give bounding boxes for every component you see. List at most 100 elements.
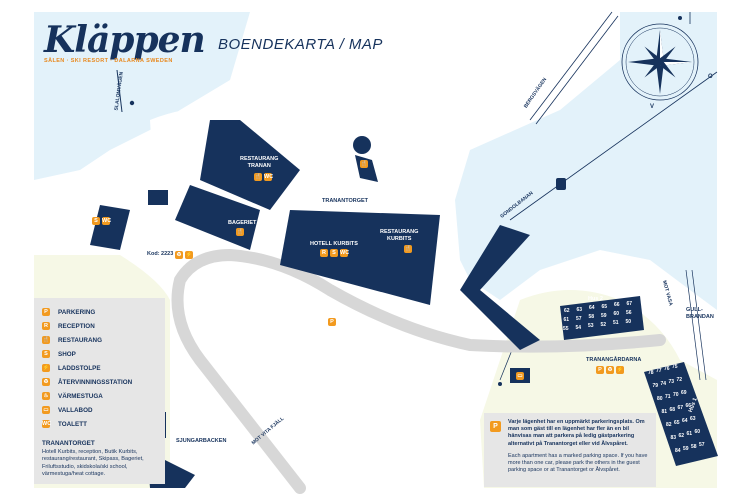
upper-left-water — [34, 12, 250, 180]
unit-number: 67 — [626, 300, 633, 307]
logo-tagline: SÄLEN · SKI RESORT · DALARNA SWEDEN — [44, 58, 173, 64]
ski-storage-icon: ▭ — [42, 406, 50, 414]
unit-number: 83 — [670, 435, 677, 441]
building-left — [90, 205, 130, 250]
recycling-icon: ♻ — [42, 378, 50, 386]
unit-number: 57 — [576, 315, 582, 322]
unit-number: 50 — [625, 318, 632, 325]
unit-number: 62 — [678, 433, 685, 439]
label-tranangardarna: TRANANGÅRDARNA — [586, 357, 642, 363]
parking-icon: P — [42, 308, 50, 316]
road-marker-top — [678, 16, 682, 20]
restaurant-icon[interactable]: 🍴 — [404, 245, 412, 253]
parking-icon[interactable]: P — [328, 318, 336, 326]
gondola-line — [509, 71, 718, 221]
unit-number: 60 — [613, 311, 620, 317]
unit-number: 59 — [601, 312, 607, 319]
toilet-icon[interactable]: WC — [264, 173, 274, 181]
building-round — [353, 136, 371, 154]
legend-section-title: TRANANTORGET — [42, 440, 95, 447]
label-restaurang-tranan: RESTAURANG TRANAN — [240, 156, 279, 169]
road-mot-vasa — [685, 269, 701, 381]
road-mot-vasa-2 — [691, 269, 707, 381]
road-marker-bottom — [498, 382, 502, 386]
building-small — [148, 190, 168, 205]
restaurant-icon[interactable]: 🍴 — [236, 228, 244, 236]
gondola-car — [556, 178, 566, 190]
unit-number: 76 — [664, 366, 670, 372]
building-hus-2 — [560, 296, 644, 340]
unit-number: 53 — [588, 323, 594, 329]
logo-wordmark: Kläppen — [44, 19, 206, 61]
building-hus-1 — [644, 362, 718, 466]
restaurant-icon[interactable]: 🍴 — [360, 160, 368, 168]
unit-number: 59 — [683, 446, 689, 452]
building-hotell-kurbits — [280, 210, 440, 305]
unit-number: 60 — [694, 429, 701, 435]
unit-number: 79 — [652, 383, 659, 389]
unit-number: 71 — [665, 394, 671, 400]
shop-icon[interactable]: S — [330, 249, 338, 257]
label-kod: Kod: 2223 — [147, 251, 174, 257]
unit-number: 73 — [668, 379, 675, 385]
unit-number: 80 — [657, 396, 663, 402]
parking-icon: P — [490, 421, 501, 432]
unit-number: 64 — [682, 418, 688, 424]
road-bergsvagen-2 — [535, 15, 619, 125]
unit-number: 75 — [672, 364, 678, 370]
unit-number: 65 — [601, 303, 608, 310]
unit-number: 69 — [681, 390, 687, 396]
charging-icon: ⚡ — [42, 364, 50, 372]
legend-label: TOALETT — [58, 420, 87, 428]
unit-number: 56 — [626, 309, 632, 316]
label-hotell-kurbits: HOTELL KURBITS — [310, 241, 358, 247]
unit-number: 65 — [674, 420, 680, 426]
label-restaurang-kurbits: RESTAURANG KURBITS — [380, 229, 419, 242]
compass-letter-v: V — [650, 104, 655, 110]
unit-number: 54 — [575, 324, 582, 331]
legend-section-text: Hotell Kurbits, reception, Butik Kurbits… — [42, 449, 144, 478]
toilet-icon[interactable]: WC — [340, 249, 350, 257]
legend-item-restaurant: 🍴RESTAURANG — [42, 335, 102, 345]
label-tranantorget: TRANANTORGET — [322, 198, 369, 204]
ski-storage-icon[interactable]: ▭ — [516, 372, 524, 380]
building-restaurang-tranan — [200, 120, 300, 210]
unit-number: 77 — [656, 368, 662, 374]
legend-item-charging: ⚡LADDSTOLPE — [42, 363, 101, 373]
unit-number: 82 — [666, 422, 672, 428]
building-tranangardarna — [460, 225, 540, 350]
charging-icon[interactable]: ⚡ — [185, 251, 193, 259]
recycling-icon[interactable]: ♻ — [175, 251, 183, 259]
charging-icon[interactable]: ⚡ — [616, 366, 624, 374]
parking-note: P Varje lägenhet har en uppmärkt parkeri… — [484, 413, 656, 487]
unit-number: 72 — [676, 377, 683, 383]
legend-label: VÄRMESTUGA — [58, 392, 103, 400]
unit-number: 63 — [690, 416, 696, 422]
recycling-icon[interactable]: ♻ — [606, 366, 614, 374]
restaurant-icon[interactable]: 🍴 — [254, 173, 262, 181]
toilet-icon[interactable]: WC — [102, 217, 112, 225]
unit-number: 81 — [661, 409, 668, 415]
unit-number: 70 — [673, 392, 679, 398]
map-title: BOENDEKARTA / MAP — [218, 36, 383, 53]
unit-number: 64 — [589, 305, 595, 311]
label-sjungarbacken: SJUNGARBACKEN — [176, 438, 227, 444]
shop-icon[interactable]: S — [92, 217, 100, 225]
unit-number: 55 — [563, 326, 569, 332]
unit-number: 66 — [614, 302, 620, 308]
reception-icon[interactable]: R — [320, 249, 328, 257]
parking-icon[interactable]: P — [596, 366, 604, 374]
unit-number: 84 — [675, 448, 681, 454]
note-english: Each apartment has a marked parking spac… — [508, 453, 648, 474]
toilet-icon: WC — [42, 420, 52, 428]
road-slalomvagen — [116, 69, 123, 113]
legend-item-toilet: WC TOALETT — [42, 419, 87, 429]
unit-number: 58 — [691, 444, 697, 450]
unit-number: 63 — [576, 306, 583, 313]
compass-letter-o: O — [708, 74, 713, 80]
shop-icon: S — [42, 350, 50, 358]
